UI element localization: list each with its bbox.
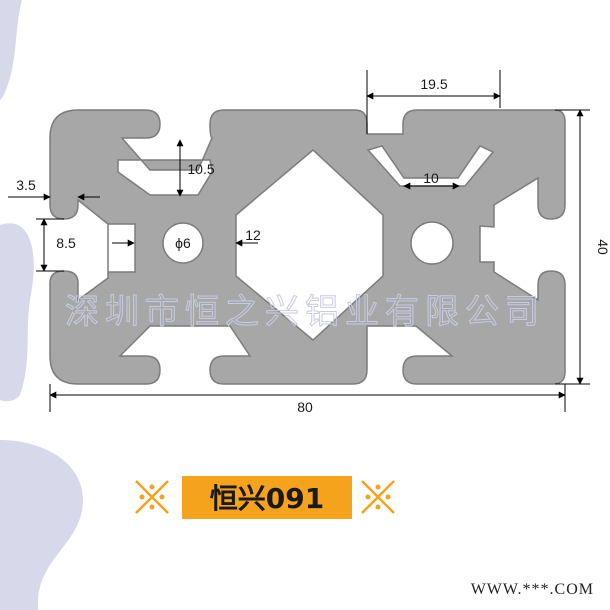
- side-blob-bottom: [0, 440, 83, 610]
- side-decoration: [0, 0, 83, 610]
- center-hole-left: [162, 222, 204, 264]
- cross-ornament-icon: [361, 480, 395, 514]
- dim-opening-8-5: 8.5: [56, 235, 76, 251]
- dim-depth-10-5: 10.5: [187, 161, 214, 177]
- dim-width-80: 80: [297, 399, 313, 415]
- dimension-lines: [8, 70, 590, 412]
- center-hole-right: [410, 221, 454, 265]
- cross-ornament-icon: [135, 480, 169, 514]
- dim-slot-10: 10: [423, 170, 439, 186]
- side-blob-top: [0, 0, 22, 100]
- dim-hole-diameter: ϕ6: [175, 235, 191, 251]
- dim-slot-19-5: 19.5: [420, 76, 447, 92]
- profile-body: [49, 109, 566, 385]
- tag-background: [182, 476, 352, 519]
- watermark-text: 深圳市恒之兴铝业有限公司: [65, 292, 545, 332]
- tag-label: 恒兴091: [210, 482, 324, 515]
- product-tag: 恒兴091: [135, 476, 395, 519]
- side-blob-middle: [0, 223, 34, 402]
- dim-height-40: 40: [595, 239, 610, 255]
- dim-edge-3-5: 3.5: [16, 177, 36, 193]
- dim-web-12: 12: [245, 227, 261, 243]
- footer-url: WWW.***.COM: [471, 581, 594, 598]
